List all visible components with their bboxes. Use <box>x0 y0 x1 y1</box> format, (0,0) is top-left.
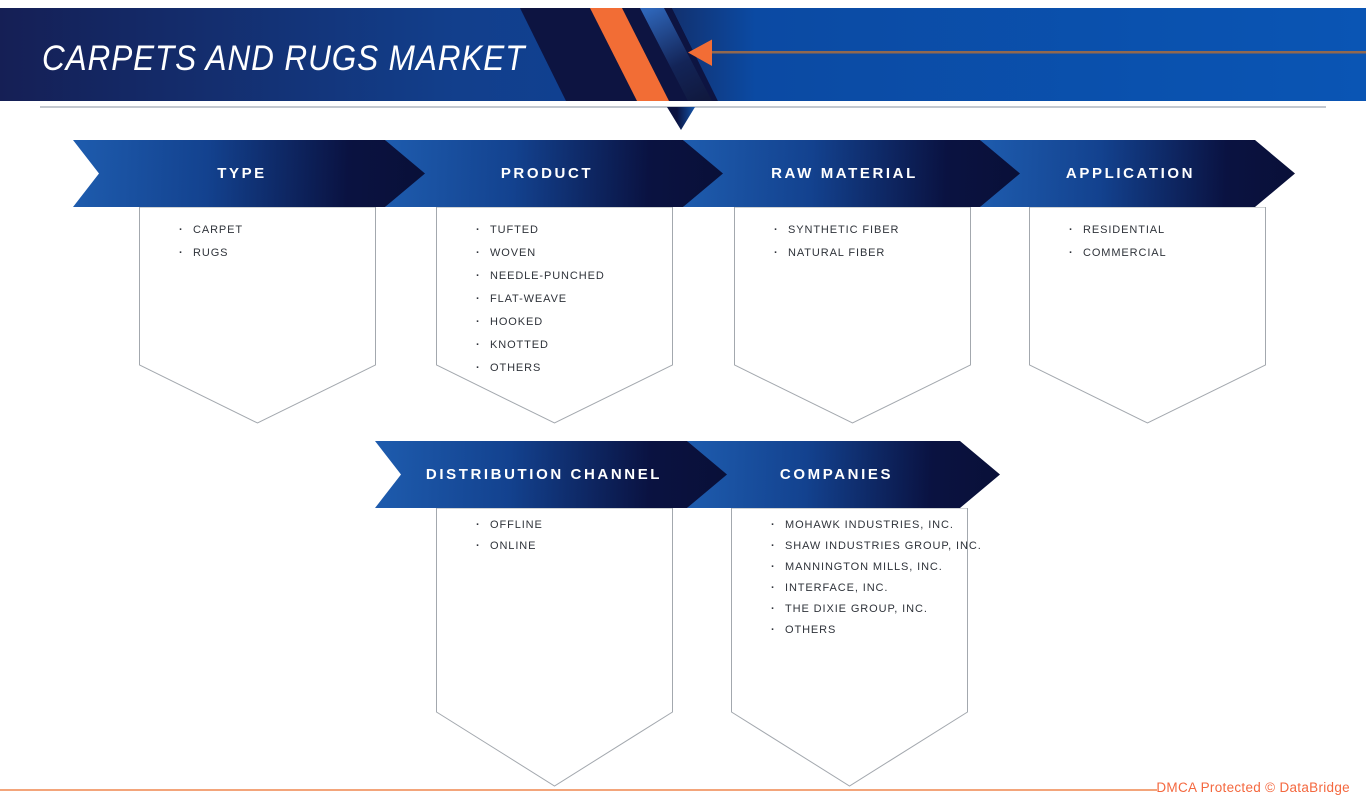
segment-label: TYPE <box>217 165 267 182</box>
left-arrow-line <box>706 51 1366 54</box>
product-items-list: TUFTEDWOVENNEEDLE-PUNCHEDFLAT-WEAVEHOOKE… <box>456 219 681 380</box>
header-graphic <box>0 8 1366 101</box>
segment-label: PRODUCT <box>500 165 594 182</box>
segment-label: APPLICATION <box>1065 165 1196 182</box>
list-item: THE DIXIE GROUP, INC. <box>771 599 986 620</box>
list-item: NEEDLE-PUNCHED <box>476 265 681 288</box>
segment-banner-distribution-channel: DISTRIBUTION CHANNEL <box>375 441 727 508</box>
list-item: WOVEN <box>476 242 681 265</box>
list-item: ONLINE <box>476 536 681 557</box>
orange-stripe <box>590 8 669 101</box>
list-item: SYNTHETIC FIBER <box>774 219 979 242</box>
list-item: MANNINGTON MILLS, INC. <box>771 557 986 578</box>
application-items-list: RESIDENTIALCOMMERCIAL <box>1049 219 1274 265</box>
blue-stripe <box>640 8 712 101</box>
list-item: RESIDENTIAL <box>1069 219 1274 242</box>
footer-divider-line <box>0 789 1157 791</box>
list-item: NATURAL FIBER <box>774 242 979 265</box>
list-item: FLAT-WEAVE <box>476 288 681 311</box>
list-item: OTHERS <box>476 357 681 380</box>
segment-banner-product: PRODUCT <box>385 140 723 207</box>
list-item: RUGS <box>179 242 384 265</box>
segment-label: RAW MATERIAL <box>771 165 918 182</box>
list-item: KNOTTED <box>476 334 681 357</box>
segment-label: DISTRIBUTION CHANNEL <box>425 466 663 483</box>
header-right-field <box>672 8 1366 101</box>
raw-material-items-list: SYNTHETIC FIBERNATURAL FIBER <box>754 219 979 265</box>
list-item: MOHAWK INDUSTRIES, INC. <box>771 515 986 536</box>
companies-items-list: MOHAWK INDUSTRIES, INC.SHAW INDUSTRIES G… <box>751 515 986 641</box>
down-arrow-icon <box>667 107 695 130</box>
page-title: CARPETS AND RUGS MARKET <box>42 39 526 78</box>
left-arrow-head-icon <box>688 39 712 66</box>
pennant-box-distribution-channel <box>436 508 673 787</box>
list-item: TUFTED <box>476 219 681 242</box>
list-item: OTHERS <box>771 620 986 641</box>
list-item: OFFLINE <box>476 515 681 536</box>
type-items-list: CARPETRUGS <box>159 219 384 265</box>
list-item: SHAW INDUSTRIES GROUP, INC. <box>771 536 986 557</box>
list-item: INTERFACE, INC. <box>771 578 986 599</box>
list-item: CARPET <box>179 219 384 242</box>
distribution-channel-items-list: OFFLINEONLINE <box>456 515 681 557</box>
segment-banner-application: APPLICATION <box>980 140 1295 207</box>
segment-banner-raw-material: RAW MATERIAL <box>683 140 1020 207</box>
header-banner: CARPETS AND RUGS MARKET <box>0 8 1366 101</box>
dmca-watermark: DMCA Protected © DataBridge <box>1156 780 1350 795</box>
segment-banner-companies: COMPANIES <box>687 441 1000 508</box>
banner-row-1: TYPE PRODUCT RAW MATERIAL APPLICATION <box>0 140 1366 207</box>
banner-row-2: DISTRIBUTION CHANNEL COMPANIES <box>0 441 1366 508</box>
list-item: HOOKED <box>476 311 681 334</box>
list-item: COMMERCIAL <box>1069 242 1274 265</box>
segment-label: COMPANIES <box>779 466 894 483</box>
segment-banner-type: TYPE <box>73 140 425 207</box>
